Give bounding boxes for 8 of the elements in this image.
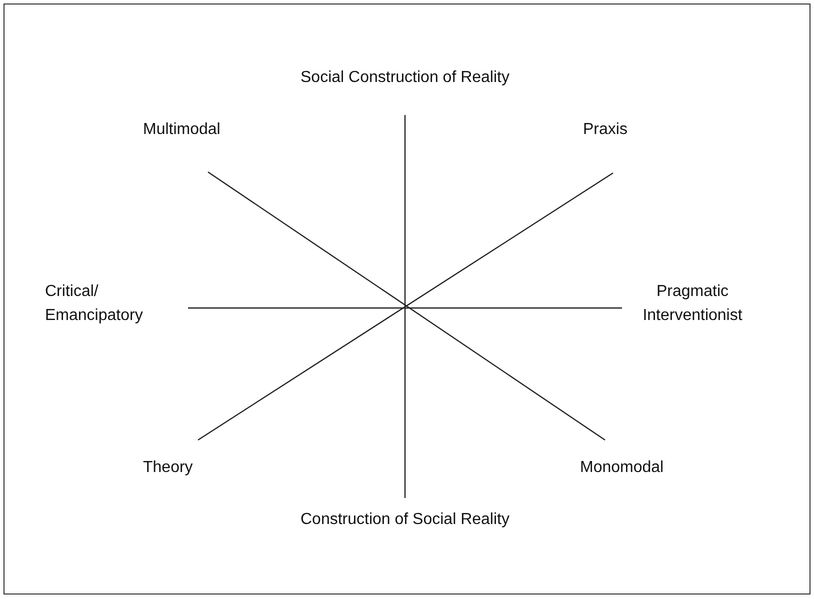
axis-label: Praxis xyxy=(583,120,628,140)
axis-label: Theory xyxy=(143,458,194,478)
axis-label: Monomodal xyxy=(580,458,665,478)
axis-label: Multimodal xyxy=(143,120,222,140)
axis-label: Critical/ Emancipatory xyxy=(45,282,144,326)
axis-label: Social Construction of Reality xyxy=(300,68,510,88)
axis-label: Construction of Social Reality xyxy=(300,510,510,530)
axis-label: Pragmatic Interventionist xyxy=(642,282,744,326)
